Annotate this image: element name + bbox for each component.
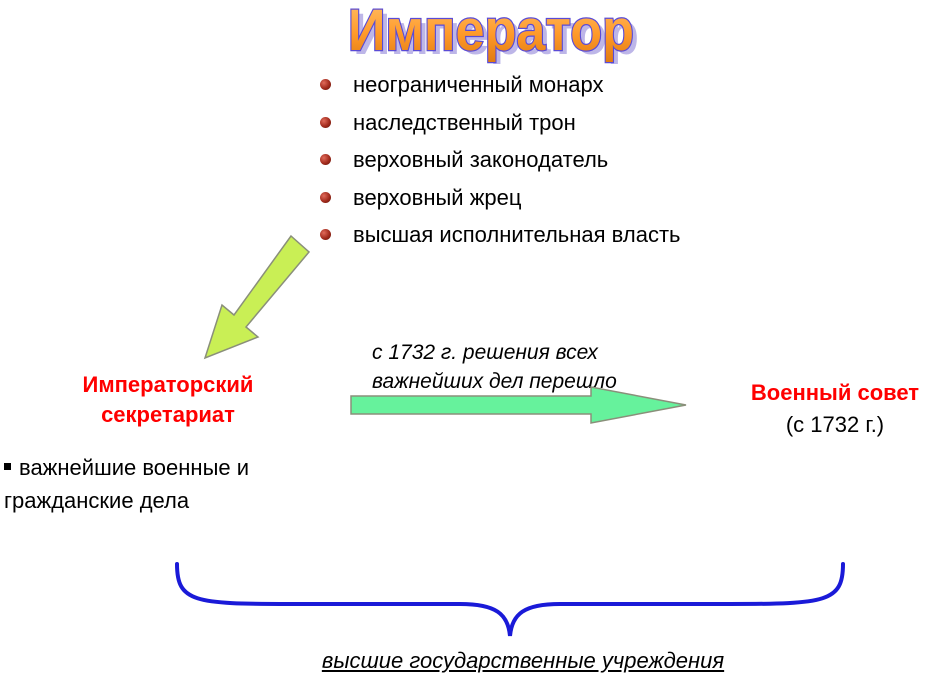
bullet-icon: [320, 154, 331, 165]
title-wordart: Император Император: [347, 0, 639, 64]
power-item: неограниченный монарх: [318, 66, 680, 104]
page-title: Император: [348, 0, 634, 63]
institutions-label: высшие государственные учреждения: [321, 648, 725, 673]
secretariat-line2: секретариат: [101, 402, 235, 427]
right-arrow-icon: [350, 386, 687, 424]
bullet-icon: [320, 191, 331, 203]
secretariat-label: Императорский секретариат: [38, 370, 298, 430]
power-item: верховный законодатель: [318, 141, 680, 179]
affairs-line1: важнейшие военные и: [4, 451, 249, 484]
transfer-note-line1: с 1732 г. решения всех: [372, 341, 598, 364]
military-council-label: Военный совет: [750, 380, 920, 405]
power-item: верховный жрец: [318, 179, 680, 217]
square-bullet-icon: [4, 462, 11, 470]
emperor-powers-list: неограниченный монарх наследственный тро…: [318, 66, 680, 254]
bullet-icon: [320, 116, 331, 128]
transfer-note: с 1732 г. решения всех важнейших дел пер…: [372, 338, 617, 396]
power-item: наследственный трон: [318, 104, 680, 142]
secretariat-affairs: важнейшие военные и гражданские дела: [4, 451, 249, 517]
affairs-line2: гражданские дела: [4, 488, 190, 513]
secretariat-line1: Императорский: [82, 372, 254, 397]
power-text: верховный законодатель: [353, 147, 609, 172]
title-shadow: Император: [353, 2, 639, 64]
bullet-icon: [320, 229, 331, 240]
military-council-since: (с 1732 г.): [785, 412, 885, 437]
diagonal-arrow-icon: [203, 234, 311, 360]
power-item: высшая исполнительная власть: [318, 216, 680, 254]
curly-brace-icon: [175, 562, 845, 637]
power-text: высшая исполнительная власть: [353, 222, 681, 247]
power-text: верховный жрец: [353, 184, 522, 210]
bullet-icon: [320, 79, 331, 90]
power-text: наследственный трон: [353, 109, 576, 135]
affairs-line1-text: важнейшие военные и: [19, 455, 250, 480]
power-text: неограниченный монарх: [353, 72, 604, 97]
transfer-note-line2: важнейших дел перешло: [372, 370, 617, 393]
